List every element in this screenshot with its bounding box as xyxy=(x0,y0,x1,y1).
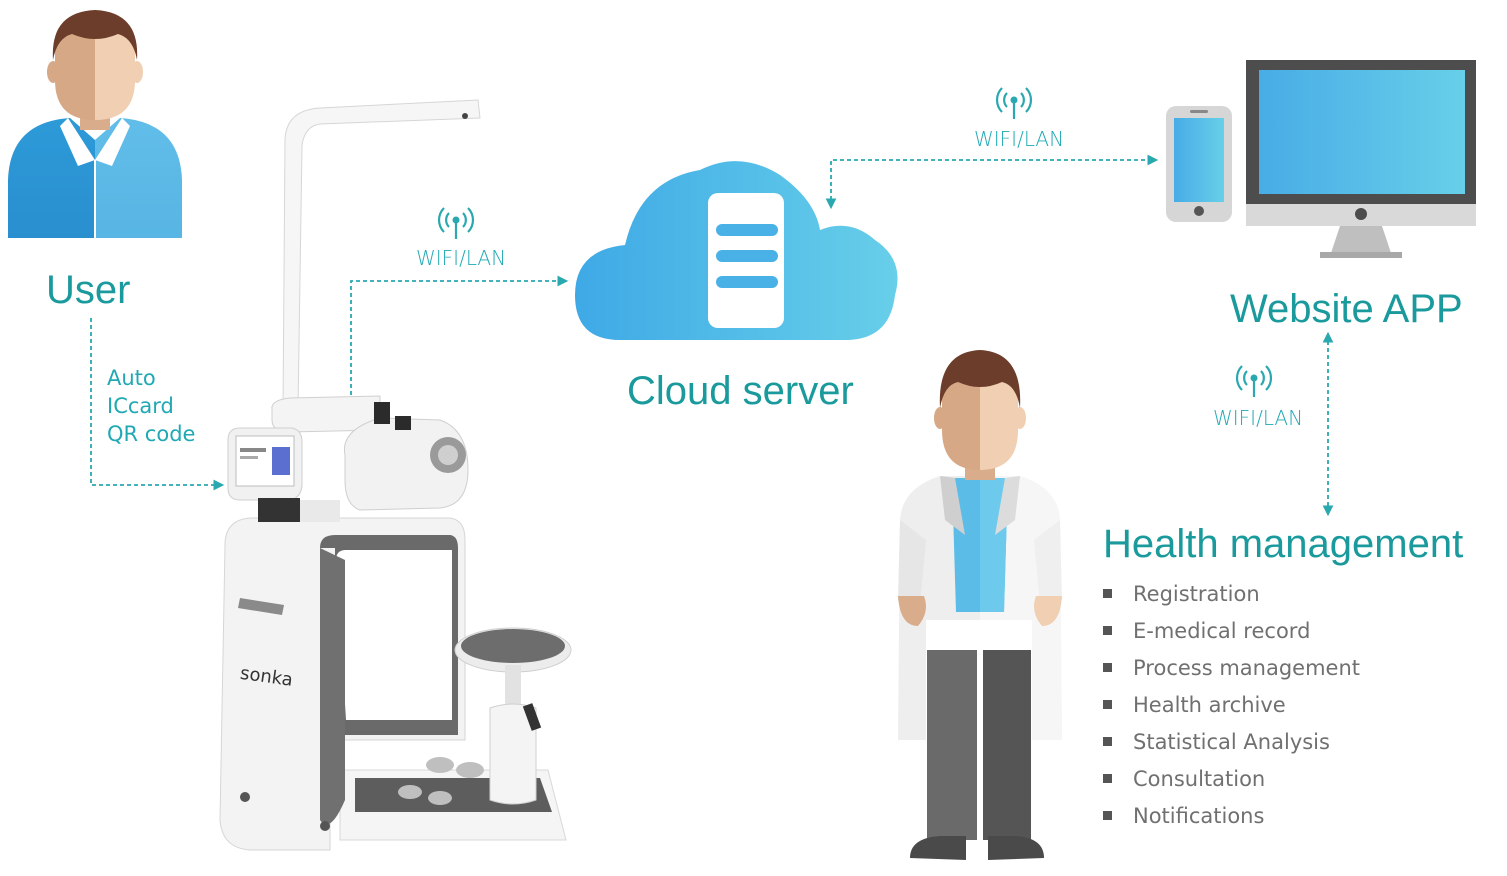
bullet-icon xyxy=(1103,589,1112,598)
doctor-icon xyxy=(898,350,1062,860)
cloud-to-app-connector xyxy=(825,154,1159,210)
method-iccard: ICcard xyxy=(107,394,174,418)
cloud-app-connection-label: WIFI/LAN xyxy=(974,127,1064,151)
list-item: Notifications xyxy=(1103,797,1360,834)
list-item: Process management xyxy=(1103,649,1360,686)
bullet-icon xyxy=(1103,737,1112,746)
bullet-icon xyxy=(1103,811,1112,820)
kiosk-cloud-connection-label: WIFI/LAN xyxy=(416,246,506,270)
cloud-server-label: Cloud server xyxy=(627,369,854,413)
wifi-signal-icon xyxy=(1235,365,1273,397)
phone-icon xyxy=(1166,106,1232,222)
bullet-icon xyxy=(1103,626,1112,635)
health-management-title: Health management xyxy=(1103,522,1463,566)
list-item: Registration xyxy=(1103,575,1360,612)
health-kiosk-device: sonka xyxy=(219,99,572,851)
wifi-signal-icon xyxy=(995,87,1033,119)
cloud-server-icon xyxy=(575,161,898,340)
list-item: Health archive xyxy=(1103,686,1360,723)
wifi-signal-icon xyxy=(437,207,475,239)
method-qr-code: QR code xyxy=(107,422,196,446)
list-item: Consultation xyxy=(1103,760,1360,797)
kiosk-to-cloud-connector xyxy=(350,275,569,395)
user-to-kiosk-connector xyxy=(90,318,225,491)
user-label: User xyxy=(46,268,130,312)
bullet-icon xyxy=(1103,774,1112,783)
list-item: E-medical record xyxy=(1103,612,1360,649)
list-item: Statistical Analysis xyxy=(1103,723,1360,760)
user-avatar-icon xyxy=(8,10,182,238)
bullet-icon xyxy=(1103,663,1112,672)
website-app-label: Website APP xyxy=(1230,287,1463,331)
health-management-list: Registration E-medical record Process ma… xyxy=(1103,575,1360,834)
bullet-icon xyxy=(1103,700,1112,709)
identification-methods: Auto ICcard QR code xyxy=(107,364,195,448)
app-health-connection-label: WIFI/LAN xyxy=(1213,406,1303,430)
monitor-icon xyxy=(1246,60,1476,258)
method-auto: Auto xyxy=(107,366,156,390)
